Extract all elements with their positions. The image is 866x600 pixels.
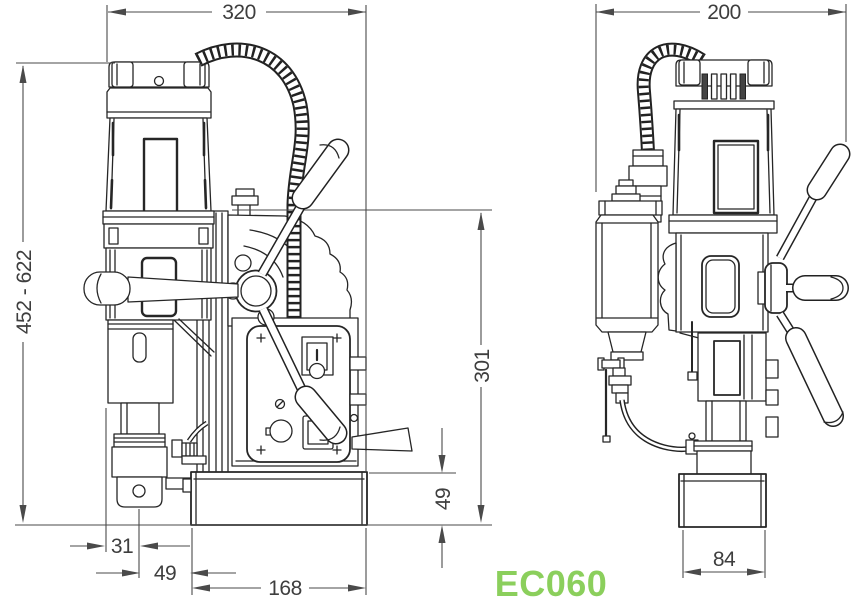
power-cable <box>194 42 310 322</box>
dimension-base-length: 168 <box>191 528 367 600</box>
dimension-layer: 320 452 - 622 301 49 <box>13 1 847 600</box>
dimension-spindle-offset: 31 <box>70 408 190 578</box>
dimension-body-height: 301 <box>232 209 494 523</box>
dim-label-84: 84 <box>713 548 736 571</box>
dim-label-31: 31 <box>111 535 133 558</box>
side-lever <box>351 427 413 452</box>
side-view <box>595 42 788 528</box>
dimension-height-range: 452 - 622 <box>13 62 115 523</box>
front-feed-handles <box>83 138 413 452</box>
dimension-base-height: 49 <box>369 428 456 568</box>
dimension-overall-depth: 200 <box>595 1 847 192</box>
dim-label-200: 200 <box>707 1 741 24</box>
coolant-tank <box>595 179 699 455</box>
dim-label-49h: 49 <box>154 562 176 585</box>
magnetic-base-front <box>182 471 368 526</box>
side-motor-housing <box>668 59 778 234</box>
spindle-chuck <box>107 318 215 508</box>
dim-label-49v: 49 <box>432 488 455 510</box>
dimension-overall-width: 320 <box>106 1 367 472</box>
dim-label-320: 320 <box>222 1 256 24</box>
dimension-base-width: 84 <box>682 530 766 578</box>
model-label: EC060 <box>495 563 608 600</box>
side-feed-handles <box>776 143 851 427</box>
motor-housing <box>102 61 215 321</box>
dim-label-301: 301 <box>471 349 494 383</box>
dim-label-452-622: 452 - 622 <box>13 250 36 334</box>
side-body <box>657 232 788 442</box>
panel-button <box>269 419 293 443</box>
side-power-cable <box>628 42 706 223</box>
dimension-spindle-to-base: 49 <box>96 562 236 585</box>
magnetic-base-side <box>678 473 767 528</box>
dim-label-168: 168 <box>268 577 302 600</box>
